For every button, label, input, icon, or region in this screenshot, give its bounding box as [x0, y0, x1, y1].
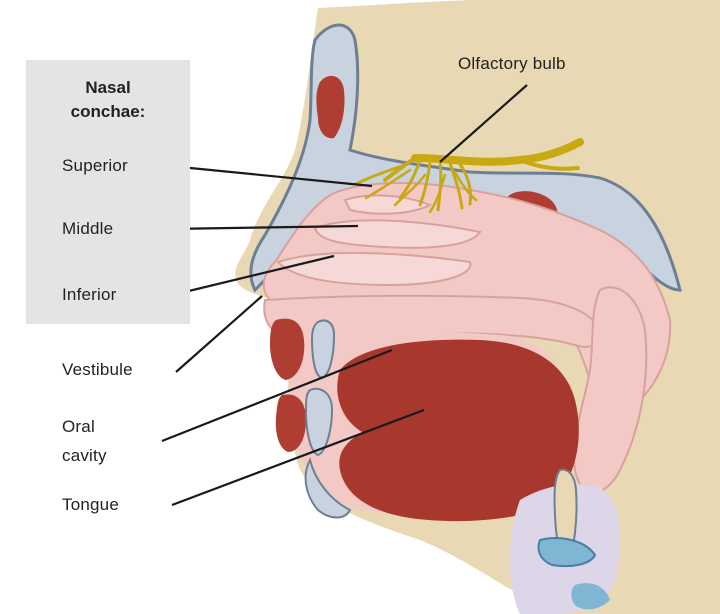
olfactory-nerve — [354, 138, 584, 214]
leader-oral-cavity — [161, 348, 393, 443]
leader-middle — [167, 224, 359, 231]
airway-blue — [571, 583, 610, 610]
lower-incisor — [304, 387, 334, 457]
leader-lines — [161, 84, 528, 507]
conchae-heading: Nasal conchae: — [26, 76, 190, 124]
label-oral-cavity-line2: cavity — [62, 446, 107, 465]
leader-inferior — [167, 254, 335, 298]
label-oral-cavity-line1: Oral — [62, 417, 95, 436]
leader-vestibule — [175, 295, 263, 373]
vocal-folds — [537, 537, 597, 568]
leader-olfactory-bulb — [439, 84, 528, 163]
conchae-heading-line2: conchae: — [70, 102, 146, 121]
frontal-sinus — [316, 75, 345, 139]
label-tongue: Tongue — [62, 495, 119, 514]
label-vestibule: Vestibule — [62, 360, 133, 379]
leader-superior — [169, 164, 373, 188]
upper-lip — [270, 318, 305, 380]
mandible — [304, 457, 352, 519]
conchae-legend-box — [26, 60, 190, 324]
leader-tongue — [171, 408, 425, 507]
label-middle: Middle — [62, 219, 114, 238]
conchae-heading-line1: Nasal — [85, 78, 131, 97]
label-olfactory-bulb: Olfactory bulb — [458, 54, 566, 73]
label-superior: Superior — [62, 156, 128, 175]
inferior-concha — [276, 251, 472, 287]
lower-lip — [275, 394, 306, 452]
middle-concha — [313, 219, 482, 249]
tongue-shape — [337, 339, 579, 522]
label-inferior: Inferior — [62, 285, 117, 304]
